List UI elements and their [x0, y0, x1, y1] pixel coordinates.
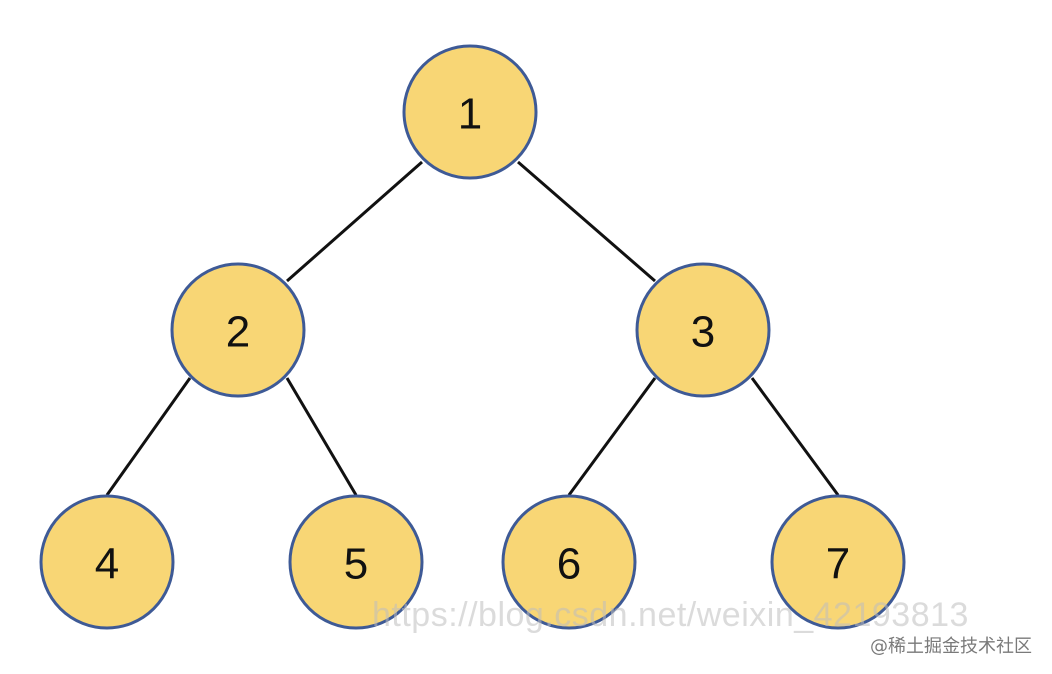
- tree-node-5: 5: [288, 494, 424, 630]
- edge-3-6: [567, 377, 657, 496]
- tree-node-6: 6: [501, 494, 637, 630]
- node-circle-4: [39, 494, 175, 630]
- tree-node-2: 2: [170, 262, 306, 398]
- tree-node-1: 1: [402, 44, 538, 180]
- edge-1-2: [286, 160, 423, 283]
- tree-node-4: 4: [39, 494, 175, 630]
- credit-text: @稀土掘金技术社区: [870, 636, 1032, 657]
- tree-nodes: 1 2 3 4 5 6 7: [39, 44, 906, 630]
- edge-3-7: [750, 377, 840, 496]
- node-label-3: 3: [691, 308, 715, 357]
- node-circle-2: [170, 262, 306, 398]
- edge-2-5: [285, 377, 358, 496]
- node-circle-1: [402, 44, 538, 180]
- tree-edges: [105, 160, 840, 496]
- node-label-5: 5: [344, 540, 368, 589]
- watermark-url: https://blog.csdn.net/weixin_42193813: [372, 596, 969, 634]
- node-label-7: 7: [826, 540, 850, 589]
- edge-1-3: [517, 160, 656, 283]
- node-circle-5: [288, 494, 424, 630]
- node-circle-7: [770, 494, 906, 630]
- node-label-2: 2: [226, 308, 250, 357]
- node-label-4: 4: [95, 540, 119, 589]
- tree-node-7: 7: [770, 494, 906, 630]
- tree-node-3: 3: [635, 262, 771, 398]
- node-circle-3: [635, 262, 771, 398]
- node-circle-6: [501, 494, 637, 630]
- node-label-6: 6: [557, 540, 581, 589]
- node-label-1: 1: [458, 90, 482, 139]
- edge-2-4: [105, 377, 192, 496]
